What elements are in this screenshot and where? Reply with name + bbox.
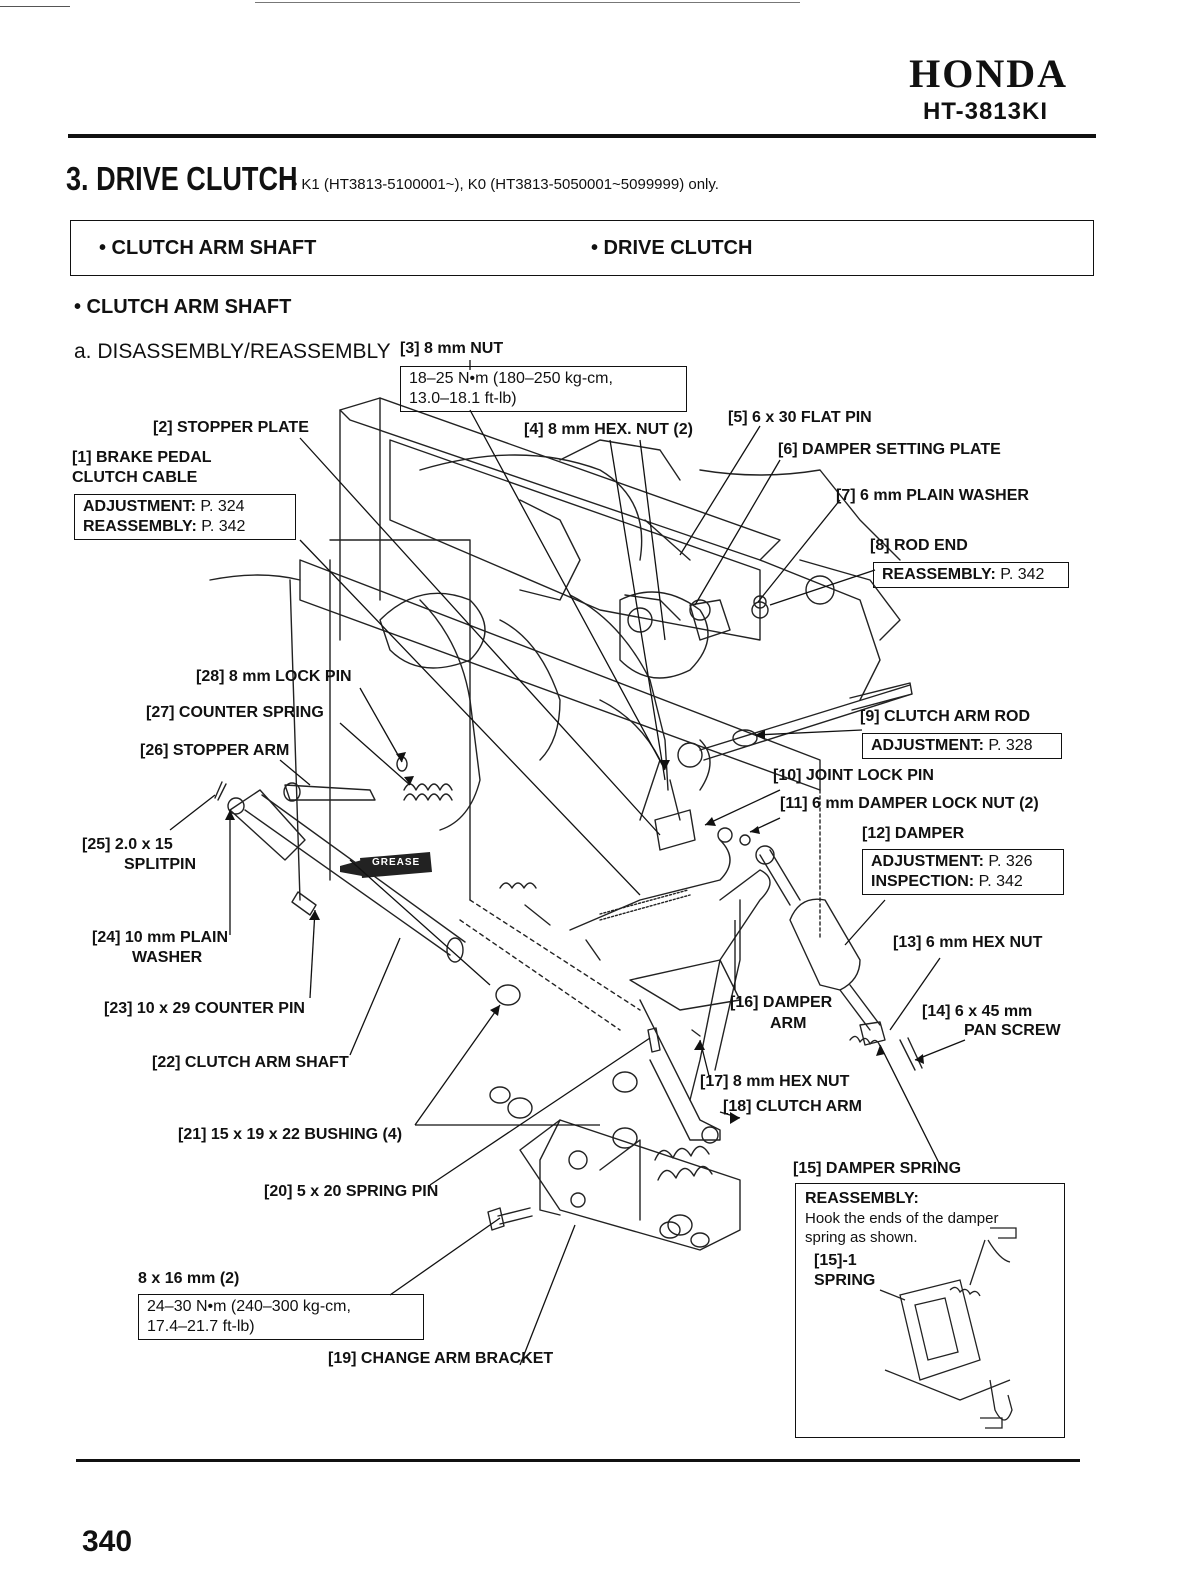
ref-9-adjustment-key: ADJUSTMENT: <box>871 737 984 754</box>
label-5-flat-pin: [5] 6 x 30 FLAT PIN <box>728 409 872 426</box>
ref-12-adjustment-key: ADJUSTMENT: <box>871 853 984 870</box>
brand-logo: HONDA <box>909 51 1068 96</box>
section-note: • K1 (HT3813-5100001~), K0 (HT3813-50500… <box>292 176 719 193</box>
detail-15-sub-id: [15]-1 <box>814 1252 857 1269</box>
label-27-counter-spring: [27] COUNTER SPRING <box>146 704 324 721</box>
torque-box-3: 18–25 N•m (180–250 kg-cm, 13.0–18.1 ft-l… <box>400 366 687 412</box>
label-16-arm: ARM <box>770 1015 807 1032</box>
ref-8-reassembly-key: REASSEMBLY: <box>882 566 996 583</box>
label-10-joint-lock-pin: [10] JOINT LOCK PIN <box>773 767 934 784</box>
ref-9-adjustment-page[interactable]: P. 328 <box>988 737 1033 754</box>
header-rule <box>68 134 1096 138</box>
label-23-counter-pin: [23] 10 x 29 COUNTER PIN <box>104 1000 305 1017</box>
step-heading: a. DISASSEMBLY/REASSEMBLY <box>74 340 391 363</box>
label-bolt-size: 8 x 16 mm (2) <box>138 1270 240 1287</box>
spring-hook-detail <box>879 1227 1017 1429</box>
subsection-heading: • CLUTCH ARM SHAFT <box>74 296 292 318</box>
top-hairline-left <box>0 6 70 7</box>
label-14-pan-screw-size: [14] 6 x 45 mm <box>922 1003 1033 1020</box>
ref-1-adjustment-key: ADJUSTMENT: <box>83 498 196 515</box>
label-16-damper-arm: [16] DAMPER <box>730 994 833 1011</box>
label-24-washer: WASHER <box>132 949 203 966</box>
ref-12-inspection-key: INSPECTION: <box>871 873 975 890</box>
label-1-clutch-cable: CLUTCH CABLE <box>72 469 198 486</box>
detail-15-title: REASSEMBLY: <box>805 1190 919 1207</box>
ref-box-1: ADJUSTMENT: P. 324 REASSEMBLY: P. 342 <box>74 494 296 540</box>
ref-8-reassembly-page[interactable]: P. 342 <box>1000 566 1045 583</box>
label-1-brake-pedal: [1] BRAKE PEDAL <box>72 449 212 466</box>
label-3-nut: [3] 8 mm NUT <box>400 340 504 357</box>
ref-12-inspection-page[interactable]: P. 342 <box>978 873 1023 890</box>
label-25-splitpin-size: [25] 2.0 x 15 <box>82 836 173 853</box>
ref-12-adjustment-page[interactable]: P. 326 <box>988 853 1033 870</box>
ref-1-reassembly-page[interactable]: P. 342 <box>201 518 246 535</box>
detail-box-15: REASSEMBLY: Hook the ends of the damper … <box>795 1183 1065 1438</box>
ref-1-reassembly-key: REASSEMBLY: <box>83 518 197 535</box>
label-19-change-arm-bracket: [19] CHANGE ARM BRACKET <box>328 1350 554 1367</box>
label-12-damper: [12] DAMPER <box>862 825 965 842</box>
label-28-lock-pin: [28] 8 mm LOCK PIN <box>196 668 352 685</box>
label-20-spring-pin: [20] 5 x 20 SPRING PIN <box>264 1183 439 1200</box>
label-4-hex-nut: [4] 8 mm HEX. NUT (2) <box>524 421 693 438</box>
label-18-clutch-arm: [18] CLUTCH ARM <box>723 1098 862 1115</box>
toc-item-drive-clutch[interactable]: • DRIVE CLUTCH <box>591 237 753 259</box>
label-17-hex-nut: [17] 8 mm HEX NUT <box>700 1073 850 1090</box>
ref-1-adjustment-page[interactable]: P. 324 <box>200 498 245 515</box>
torque-bolt-line1: 24–30 N•m (240–300 kg-cm, <box>147 1298 351 1315</box>
label-26-stopper-arm: [26] STOPPER ARM <box>140 742 290 759</box>
ref-box-12: ADJUSTMENT: P. 326 INSPECTION: P. 342 <box>862 849 1064 895</box>
page-number: 340 <box>82 1525 133 1558</box>
label-2-stopper-plate: [2] STOPPER PLATE <box>153 419 309 436</box>
label-15-damper-spring: [15] DAMPER SPRING <box>793 1160 962 1177</box>
torque-3-line1: 18–25 N•m (180–250 kg-cm, <box>409 370 613 387</box>
label-9-clutch-arm-rod: [9] CLUTCH ARM ROD <box>860 708 1031 725</box>
torque-box-bolt: 24–30 N•m (240–300 kg-cm, 17.4–21.7 ft-l… <box>138 1294 424 1340</box>
section-title: 3. DRIVE CLUTCH <box>66 160 298 197</box>
label-24-plain-washer: [24] 10 mm PLAIN <box>92 929 229 946</box>
label-6-damper-setting-plate: [6] DAMPER SETTING PLATE <box>778 441 1001 458</box>
label-14-pan-screw: PAN SCREW <box>964 1022 1061 1039</box>
label-21-bushing: [21] 15 x 19 x 22 BUSHING (4) <box>178 1126 403 1143</box>
top-hairline-center <box>255 2 800 3</box>
label-8-rod-end: [8] ROD END <box>870 537 968 554</box>
label-13-hex-nut: [13] 6 mm HEX NUT <box>893 934 1043 951</box>
torque-bolt-line2: 17.4–21.7 ft-lb) <box>147 1318 255 1335</box>
contents-box: • CLUTCH ARM SHAFT • DRIVE CLUTCH <box>70 220 1094 276</box>
ref-box-9: ADJUSTMENT: P. 328 <box>862 733 1062 759</box>
model-number: HT-3813KI <box>922 98 1048 125</box>
toc-item-clutch-arm-shaft[interactable]: • CLUTCH ARM SHAFT <box>99 237 317 259</box>
detail-15-line2: spring as shown. <box>805 1229 918 1246</box>
label-25-splitpin: SPLITPIN <box>124 856 197 873</box>
label-22-clutch-arm-shaft: [22] CLUTCH ARM SHAFT <box>152 1054 349 1071</box>
torque-3-line2: 13.0–18.1 ft-lb) <box>409 390 517 407</box>
detail-15-sub-spring: SPRING <box>814 1272 876 1289</box>
grease-tube-icon <box>340 852 432 878</box>
ref-box-8: REASSEMBLY: P. 342 <box>873 562 1069 588</box>
detail-15-line1: Hook the ends of the damper <box>805 1210 999 1227</box>
footer-rule <box>76 1459 1080 1462</box>
label-7-plain-washer: [7] 6 mm PLAIN WASHER <box>836 487 1029 504</box>
label-11-damper-lock-nut: [11] 6 mm DAMPER LOCK NUT (2) <box>780 795 1039 812</box>
grease-label: GREASE <box>372 857 421 868</box>
